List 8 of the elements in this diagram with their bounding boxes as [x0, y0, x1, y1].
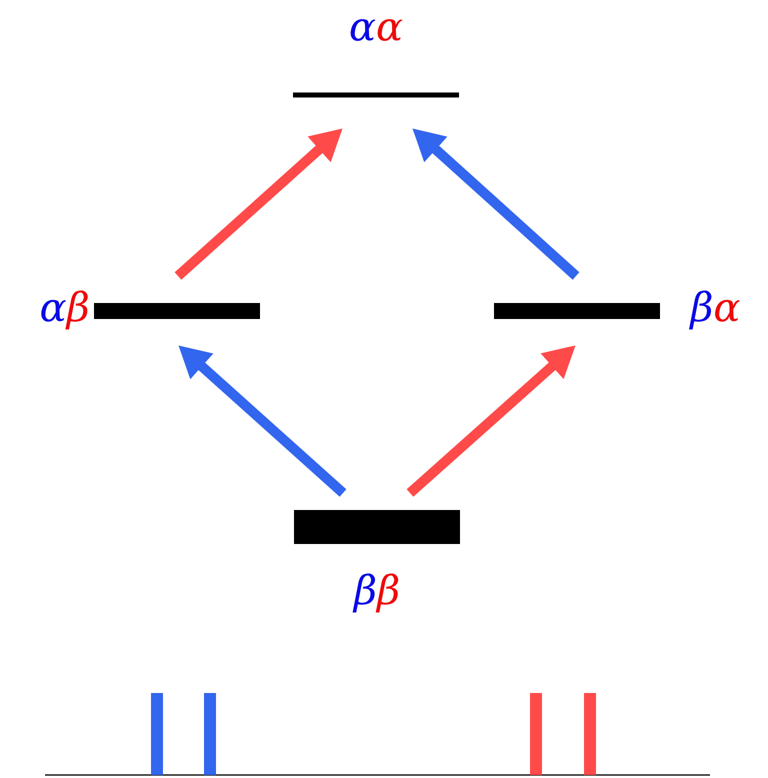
energy-level-bar: [294, 510, 460, 544]
level-label: ββ: [352, 574, 398, 612]
level-label: αβ: [41, 290, 88, 330]
energy-level-bar: [94, 303, 260, 319]
level-label: βα: [689, 290, 740, 330]
energy-level-bar: [494, 303, 660, 319]
level-label: αα: [350, 19, 402, 41]
energy-level-bar: [293, 92, 459, 98]
